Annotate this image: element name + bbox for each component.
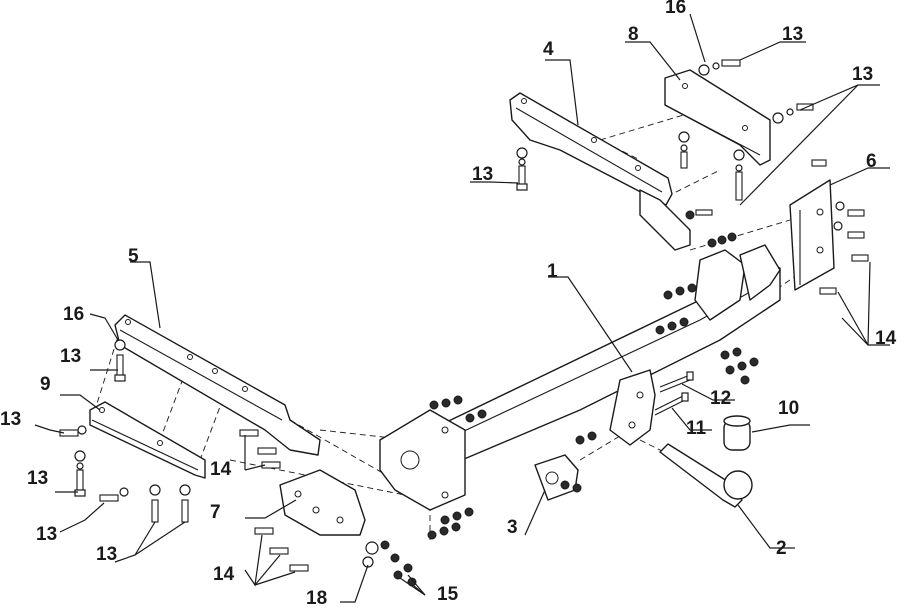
tow-ball-neck-part-2 — [659, 443, 753, 508]
callout-14-bottom: 14 — [213, 564, 235, 585]
callout-10: 10 — [778, 398, 799, 419]
callout-11: 11 — [686, 418, 707, 439]
callout-5: 5 — [128, 246, 139, 267]
tow-ball-cap-part-10 — [723, 415, 751, 451]
callout-13-bottom-left: 13 — [36, 524, 57, 545]
fasteners — [59, 59, 869, 587]
plate-part-8 — [664, 69, 771, 166]
callout-13-top: 13 — [782, 24, 803, 45]
callout-2: 2 — [776, 538, 787, 559]
callout-13-far-left: 13 — [0, 409, 21, 430]
leader-lines — [34, 13, 890, 603]
callout-4: 4 — [543, 39, 554, 60]
crossbar-left-end-plate — [379, 409, 466, 511]
callout-12: 12 — [710, 388, 731, 409]
callout-14-right: 14 — [875, 328, 897, 349]
callout-13-left-mid: 13 — [60, 346, 81, 367]
ball-mount-bracket — [609, 369, 656, 446]
callout-14-left: 14 — [210, 459, 232, 480]
side-bracket-left-part-5 — [114, 314, 321, 456]
callout-9: 9 — [40, 374, 51, 395]
callout-1: 1 — [547, 261, 558, 282]
callout-labels: 1 2 3 4 5 6 7 8 9 10 11 12 13 13 13 13 1… — [0, 0, 897, 609]
callout-3: 3 — [507, 517, 518, 538]
callout-8: 8 — [628, 24, 639, 45]
callout-6: 6 — [866, 151, 877, 172]
callout-18: 18 — [306, 588, 327, 609]
callout-7: 7 — [210, 502, 221, 523]
callout-13-upper-left: 13 — [472, 164, 493, 185]
plate-part-7 — [279, 469, 366, 536]
socket-plate-part-3 — [534, 454, 579, 501]
callout-15: 15 — [437, 584, 459, 605]
side-bracket-right-part-4 — [509, 92, 691, 251]
callout-16-left: 16 — [63, 304, 84, 325]
callout-13-right: 13 — [852, 64, 873, 85]
callout-13-left-low: 13 — [27, 468, 48, 489]
bolt-part-11 — [654, 392, 689, 416]
end-plate-part-6 — [789, 179, 835, 291]
callout-16-top: 16 — [665, 0, 686, 18]
bolt-part-12 — [659, 371, 694, 393]
plate-part-9 — [89, 401, 206, 479]
callout-13-bottom: 13 — [96, 544, 117, 565]
